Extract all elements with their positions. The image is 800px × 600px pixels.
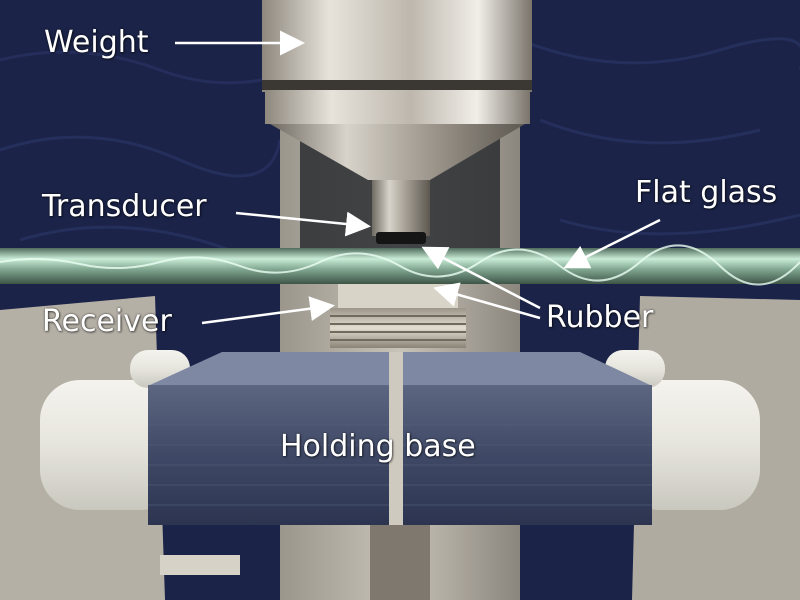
weight-label: Weight	[44, 25, 149, 60]
rubber-label: Rubber	[546, 300, 654, 335]
holding-base-label: Holding base	[280, 429, 476, 464]
receiver-label: Receiver	[42, 304, 172, 339]
flat-glass-label: Flat glass	[635, 175, 778, 210]
transducer-label: Transducer	[42, 189, 207, 224]
